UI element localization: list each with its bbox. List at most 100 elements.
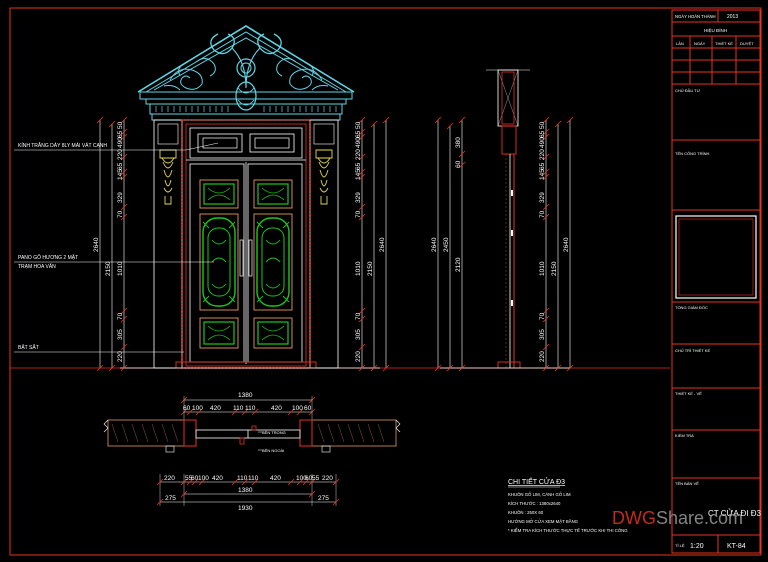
dim-side-r-7: 65 xyxy=(539,162,546,170)
side-section: 2640 2450 2120 380 60 220 305 70 1010 70… xyxy=(431,69,574,372)
notes-line-1: KÍCH THƯỚC : 1380x2640 xyxy=(508,501,561,506)
plan-bot-7: 420 xyxy=(270,475,281,482)
dim-side-r-10: 65 xyxy=(539,130,546,138)
dim-right-1: 305 xyxy=(355,329,362,340)
dim-left-3: 1010 xyxy=(117,261,124,276)
dim-right-8: 220 xyxy=(355,149,362,160)
drawing-name: CT CỬA ĐI Đ3 xyxy=(708,509,761,518)
notes-line-2: KHUÔN : 250X 60 xyxy=(508,510,544,515)
plan-view: 1380 60 100 420 110 110 420 100 60 BÊN T… xyxy=(103,392,401,512)
plan-top-1: 100 xyxy=(192,405,203,412)
dim-left-6: 145 xyxy=(117,169,124,180)
dim-left-outer: 2640 xyxy=(93,237,100,252)
dim-left-1: 305 xyxy=(117,329,124,340)
dim-side-r-9: 490 xyxy=(539,137,546,148)
revision-col-2: THIẾT KẾ xyxy=(715,41,733,46)
label-outside: BÊN NGOÀI xyxy=(262,448,284,453)
watermark: DWGShare.com xyxy=(612,508,743,528)
notes-block: CHI TIẾT CỬA Đ3 KHUÔN GỖ LIM, CÁNH GỖ LI… xyxy=(508,476,628,533)
dim-left-mid: 2150 xyxy=(105,261,112,276)
notes-line-3: HƯỚNG MỞ CỬA XEM MẶT BẰNG xyxy=(508,519,579,524)
row-designer: THIẾT KẾ - VẼ xyxy=(675,391,702,396)
dim-left-2: 70 xyxy=(117,312,124,320)
plan-top-4: 110 xyxy=(245,405,256,412)
watermark-share: Share.com xyxy=(656,508,743,528)
row-lead-designer: CHỦ TRÌ THIẾT KẾ xyxy=(675,348,710,353)
plan-bot-11: 220 xyxy=(322,475,333,482)
dim-left-11: 50 xyxy=(117,121,124,129)
plan-bot-3: 100 xyxy=(198,475,209,482)
plan-top-2: 420 xyxy=(210,405,221,412)
sheet-border xyxy=(9,7,762,556)
title-block: NGÀY HOÀN THÀNH 2013 HIỆU ĐÍNH LẦN NGÀY … xyxy=(671,9,761,554)
plan-bot-10: 55 xyxy=(312,475,320,482)
plan-bot-4: 420 xyxy=(212,475,223,482)
revision-col-1: NGÀY xyxy=(694,41,706,46)
title-header-year: 2013 xyxy=(727,14,738,20)
dim-side-r-mid: 2150 xyxy=(551,261,558,276)
plan-bot-9: 60 xyxy=(305,475,313,482)
plan-bot-1: 55 xyxy=(185,475,193,482)
notes-line-0: KHUÔN GỖ LIM, CÁNH GỖ LIM xyxy=(508,492,571,497)
svg-text:DWGShare.com: DWGShare.com xyxy=(612,508,743,528)
dim-side-r-1: 305 xyxy=(539,329,546,340)
dim-side-r-5: 329 xyxy=(539,192,546,203)
watermark-dwg: DWG xyxy=(612,508,656,528)
dim-right-6: 145 xyxy=(355,169,362,180)
row-owner: CHỦ ĐẦU TƯ xyxy=(675,88,701,93)
dim-right-5: 329 xyxy=(355,192,362,203)
notes-title: CHI TIẾT CỬA Đ3 xyxy=(508,476,565,486)
sheet-code: KT-84 xyxy=(727,543,746,550)
dim-side-mid: 2450 xyxy=(443,237,450,252)
dim-side-r-11: 50 xyxy=(539,121,546,129)
elevation-annotations: KÍNH TRẮNG DÀY 8LY MÀI VÁT CẠNH PANO GỖ … xyxy=(14,141,219,353)
plan-top-7: 60 xyxy=(304,405,312,412)
elevation-dims-left: 2640 2150 220 305 70 1010 70 329 145 65 … xyxy=(93,116,128,372)
note-panel-2: TRẠM HOA VĂN xyxy=(18,263,56,270)
plan-bot-6: 110 xyxy=(248,475,259,482)
row-drawing-name: TÊN BẢN VẼ xyxy=(675,481,699,486)
plan-top-total: 1380 xyxy=(238,392,253,399)
dim-side-r-6: 145 xyxy=(539,169,546,180)
note-sill: BẬT SẮT xyxy=(18,343,39,351)
dim-left-0: 220 xyxy=(117,351,124,362)
dim-left-4: 70 xyxy=(117,210,124,218)
plan-bot-8: 100 xyxy=(296,475,307,482)
row-director: TỔNG GIÁM ĐỐC xyxy=(675,305,708,310)
dim-right-10: 65 xyxy=(355,130,362,138)
dim-side-r-8: 220 xyxy=(539,149,546,160)
dim-side-outer: 2640 xyxy=(431,237,438,252)
plan-bot-total2: 1930 xyxy=(238,505,253,512)
dim-right-4: 70 xyxy=(355,210,362,218)
dim-side-0: 380 xyxy=(455,137,462,148)
dim-side-r-0: 220 xyxy=(539,351,546,362)
dim-side-r-4: 70 xyxy=(539,210,546,218)
dim-left-9: 490 xyxy=(117,137,124,148)
logo-box xyxy=(675,215,757,299)
plan-top-5: 420 xyxy=(271,405,282,412)
dim-side-1: 60 xyxy=(455,160,462,168)
dim-left-10: 65 xyxy=(117,130,124,138)
dim-right-mid: 2150 xyxy=(367,261,374,276)
revision-col-3: DUYỆT xyxy=(740,41,754,46)
dim-left-8: 220 xyxy=(117,149,124,160)
scale-value: 1:20 xyxy=(690,543,704,550)
door-elevation xyxy=(120,119,380,369)
row-checker: KIỂM TRA xyxy=(675,433,694,438)
dim-side-r-2: 70 xyxy=(539,312,546,320)
label-inside: BÊN TRONG xyxy=(262,430,286,435)
revision-col-0: LẦN xyxy=(676,41,684,46)
plan-bot-5: 110 xyxy=(237,475,248,482)
elevation-dims-right: 220 305 70 1010 70 329 145 65 220 490 65… xyxy=(355,116,390,372)
plan-bot-0: 220 xyxy=(164,475,175,482)
dim-right-11: 50 xyxy=(355,121,362,129)
dim-side-r-outer: 2640 xyxy=(563,237,570,252)
plan-bot-left: 275 xyxy=(165,495,176,502)
note-glass: KÍNH TRẮNG DÀY 8LY MÀI VÁT CẠNH xyxy=(18,141,107,149)
plan-top-0: 60 xyxy=(183,405,191,412)
plan-top-6: 100 xyxy=(292,405,303,412)
dim-left-5: 329 xyxy=(117,192,124,203)
dim-right-2: 70 xyxy=(355,312,362,320)
dim-right-outer: 2640 xyxy=(379,237,386,252)
